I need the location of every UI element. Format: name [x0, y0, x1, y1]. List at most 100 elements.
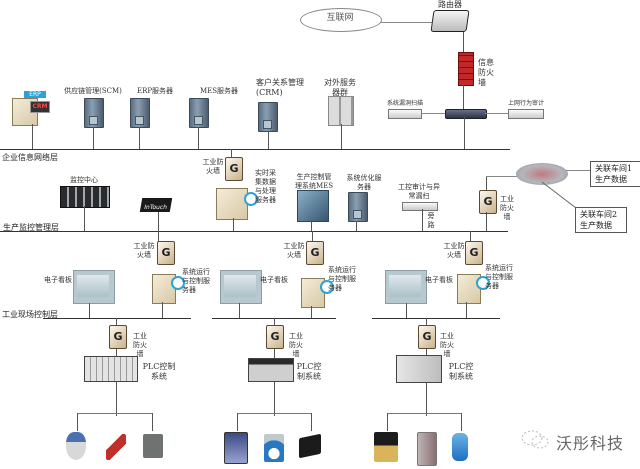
enterprise-network-bus — [0, 149, 510, 150]
bypass-label: 旁路 — [427, 212, 435, 229]
plc1-dev1-link — [77, 413, 78, 431]
plc3-dev1-link — [387, 413, 388, 431]
plc2-firewall-icon: G — [266, 325, 284, 349]
scm-label: 供应链管理(SCM) — [64, 87, 122, 95]
realtime-server-label: 实时采集数据与处理服务器 — [255, 169, 276, 204]
external-server-link — [341, 124, 342, 149]
electromagnetic-flowmeter-icon — [452, 433, 468, 461]
field1-board-link — [89, 303, 90, 318]
mes-system-label: 生产控制管理系统MES — [294, 173, 334, 190]
robot-arm-icon — [106, 434, 126, 460]
cloud-related2-connector — [541, 181, 577, 209]
field2-uplink — [312, 231, 313, 241]
solenoid-valve-icon — [374, 432, 398, 462]
plc3-device-bus — [387, 413, 462, 414]
audit-scanner-label: 工控审计与异常漏扫 — [398, 183, 440, 200]
erp-badge: ERP — [24, 91, 46, 98]
monitor-center-link — [84, 206, 85, 231]
mes-label: MES服务器 — [199, 87, 239, 95]
internet-cloud — [300, 8, 382, 32]
plc2-label: PLC控制系统 — [296, 362, 322, 381]
crm-server-icon — [258, 102, 278, 132]
scm-link — [93, 127, 94, 149]
wechat-logo-icon — [521, 430, 549, 449]
plc1-rack — [84, 356, 138, 382]
cloud-related1-link — [566, 170, 610, 171]
field1-uplink — [158, 231, 159, 241]
erp-server-icon — [130, 98, 150, 128]
realtime-server-icon — [216, 188, 248, 220]
net-audit-label: 上网行为审计 — [507, 100, 544, 107]
field-layer-label: 工业现场控制层 — [2, 310, 58, 319]
plc2-device-bus — [237, 413, 312, 414]
mes-server-icon — [189, 98, 209, 128]
router-label: 路由器 — [438, 0, 462, 9]
analyzer-icon — [224, 432, 248, 464]
flowmeter-icon — [66, 432, 86, 460]
switch-enterprise-link — [464, 117, 465, 149]
monitor-network-bus — [0, 231, 508, 232]
erp-label: ERP服务器 — [136, 87, 174, 95]
field3-server-label: 系统运行与控制服务器 — [485, 264, 513, 290]
plc1-label: PLC控制系统 — [142, 362, 176, 381]
mes-system-cluster-icon — [297, 190, 329, 222]
field3-board-label: 电子看板 — [425, 276, 453, 284]
field1-server-link — [162, 302, 163, 318]
plc1-firewall-label: 工业防火墙 — [133, 332, 147, 358]
plc2-dev1-link — [237, 413, 238, 431]
field2-server-label: 系统运行与控制服务器 — [328, 266, 356, 292]
router-icon — [430, 10, 470, 32]
field3-firewall-label: 工业防火墙 — [443, 242, 465, 259]
plc3-label: PLC控制系统 — [448, 362, 474, 381]
enterprise-monitor-link — [231, 149, 232, 157]
field1-server-label: 系统运行与控制服务器 — [182, 268, 210, 294]
sensor-panel-icon — [417, 432, 437, 466]
scm-server-icon — [84, 98, 104, 128]
plc1-firewall-icon: G — [109, 325, 127, 349]
field1-firewall-icon: G — [157, 241, 175, 265]
cloud-related2-link — [548, 182, 549, 183]
core-switch-icon — [445, 109, 487, 119]
erp-link — [139, 127, 140, 149]
optimize-server-link — [356, 221, 357, 231]
internet-router-link — [380, 22, 432, 23]
audit-scanner-appliance — [402, 202, 438, 211]
industrial-firewall-label: 工业防火墙 — [202, 158, 224, 175]
enterprise-layer-label: 企业信息网络层 — [2, 153, 58, 162]
vuln-scan-label: 系统漏洞扫描 — [386, 100, 423, 107]
right-firewall-icon: G — [479, 190, 497, 214]
intouch-link — [158, 212, 159, 231]
firewall-switch-link — [463, 84, 464, 110]
workshop-cloud-icon — [516, 163, 568, 185]
field1-firewall-label: 工业防火墙 — [133, 242, 155, 259]
plc2-dev3-link — [311, 413, 312, 431]
field1-board-label: 电子看板 — [44, 276, 72, 284]
monitor-center-label: 监控中心 — [70, 176, 98, 184]
crm-link — [268, 131, 269, 149]
audit-scanner-link — [422, 209, 423, 231]
field3-gear-icon — [476, 276, 490, 290]
field2-firewall-icon: G — [306, 241, 324, 265]
plc1-dev3-link — [152, 413, 153, 431]
plc3-rack — [396, 355, 442, 383]
field2-gear-icon — [320, 280, 334, 294]
field3-server-link — [466, 302, 467, 318]
crm-badge: CRM — [30, 101, 50, 113]
right-firewall-bus-link — [486, 212, 487, 231]
net-audit-appliance — [508, 109, 544, 119]
plc1-device-bus — [77, 413, 153, 414]
right-firewall-cloud-v — [486, 176, 487, 190]
field2-display-board — [220, 270, 262, 304]
external-server-cluster-icon — [328, 96, 354, 126]
field3-board-link — [406, 303, 407, 318]
switch-scan-link — [420, 113, 445, 114]
intouch-box-icon: InTouch — [139, 198, 173, 212]
field2-board-link — [239, 303, 240, 318]
meter-display-icon — [299, 433, 321, 459]
plc3-dev3-link — [461, 413, 462, 431]
right-firewall-label: 工业防火墙 — [500, 195, 514, 221]
field2-board-label: 电子看板 — [260, 276, 288, 284]
plc3-firewall-label: 工业防火墙 — [440, 332, 454, 358]
switch-audit-link — [485, 113, 508, 114]
mes-link — [198, 127, 199, 149]
